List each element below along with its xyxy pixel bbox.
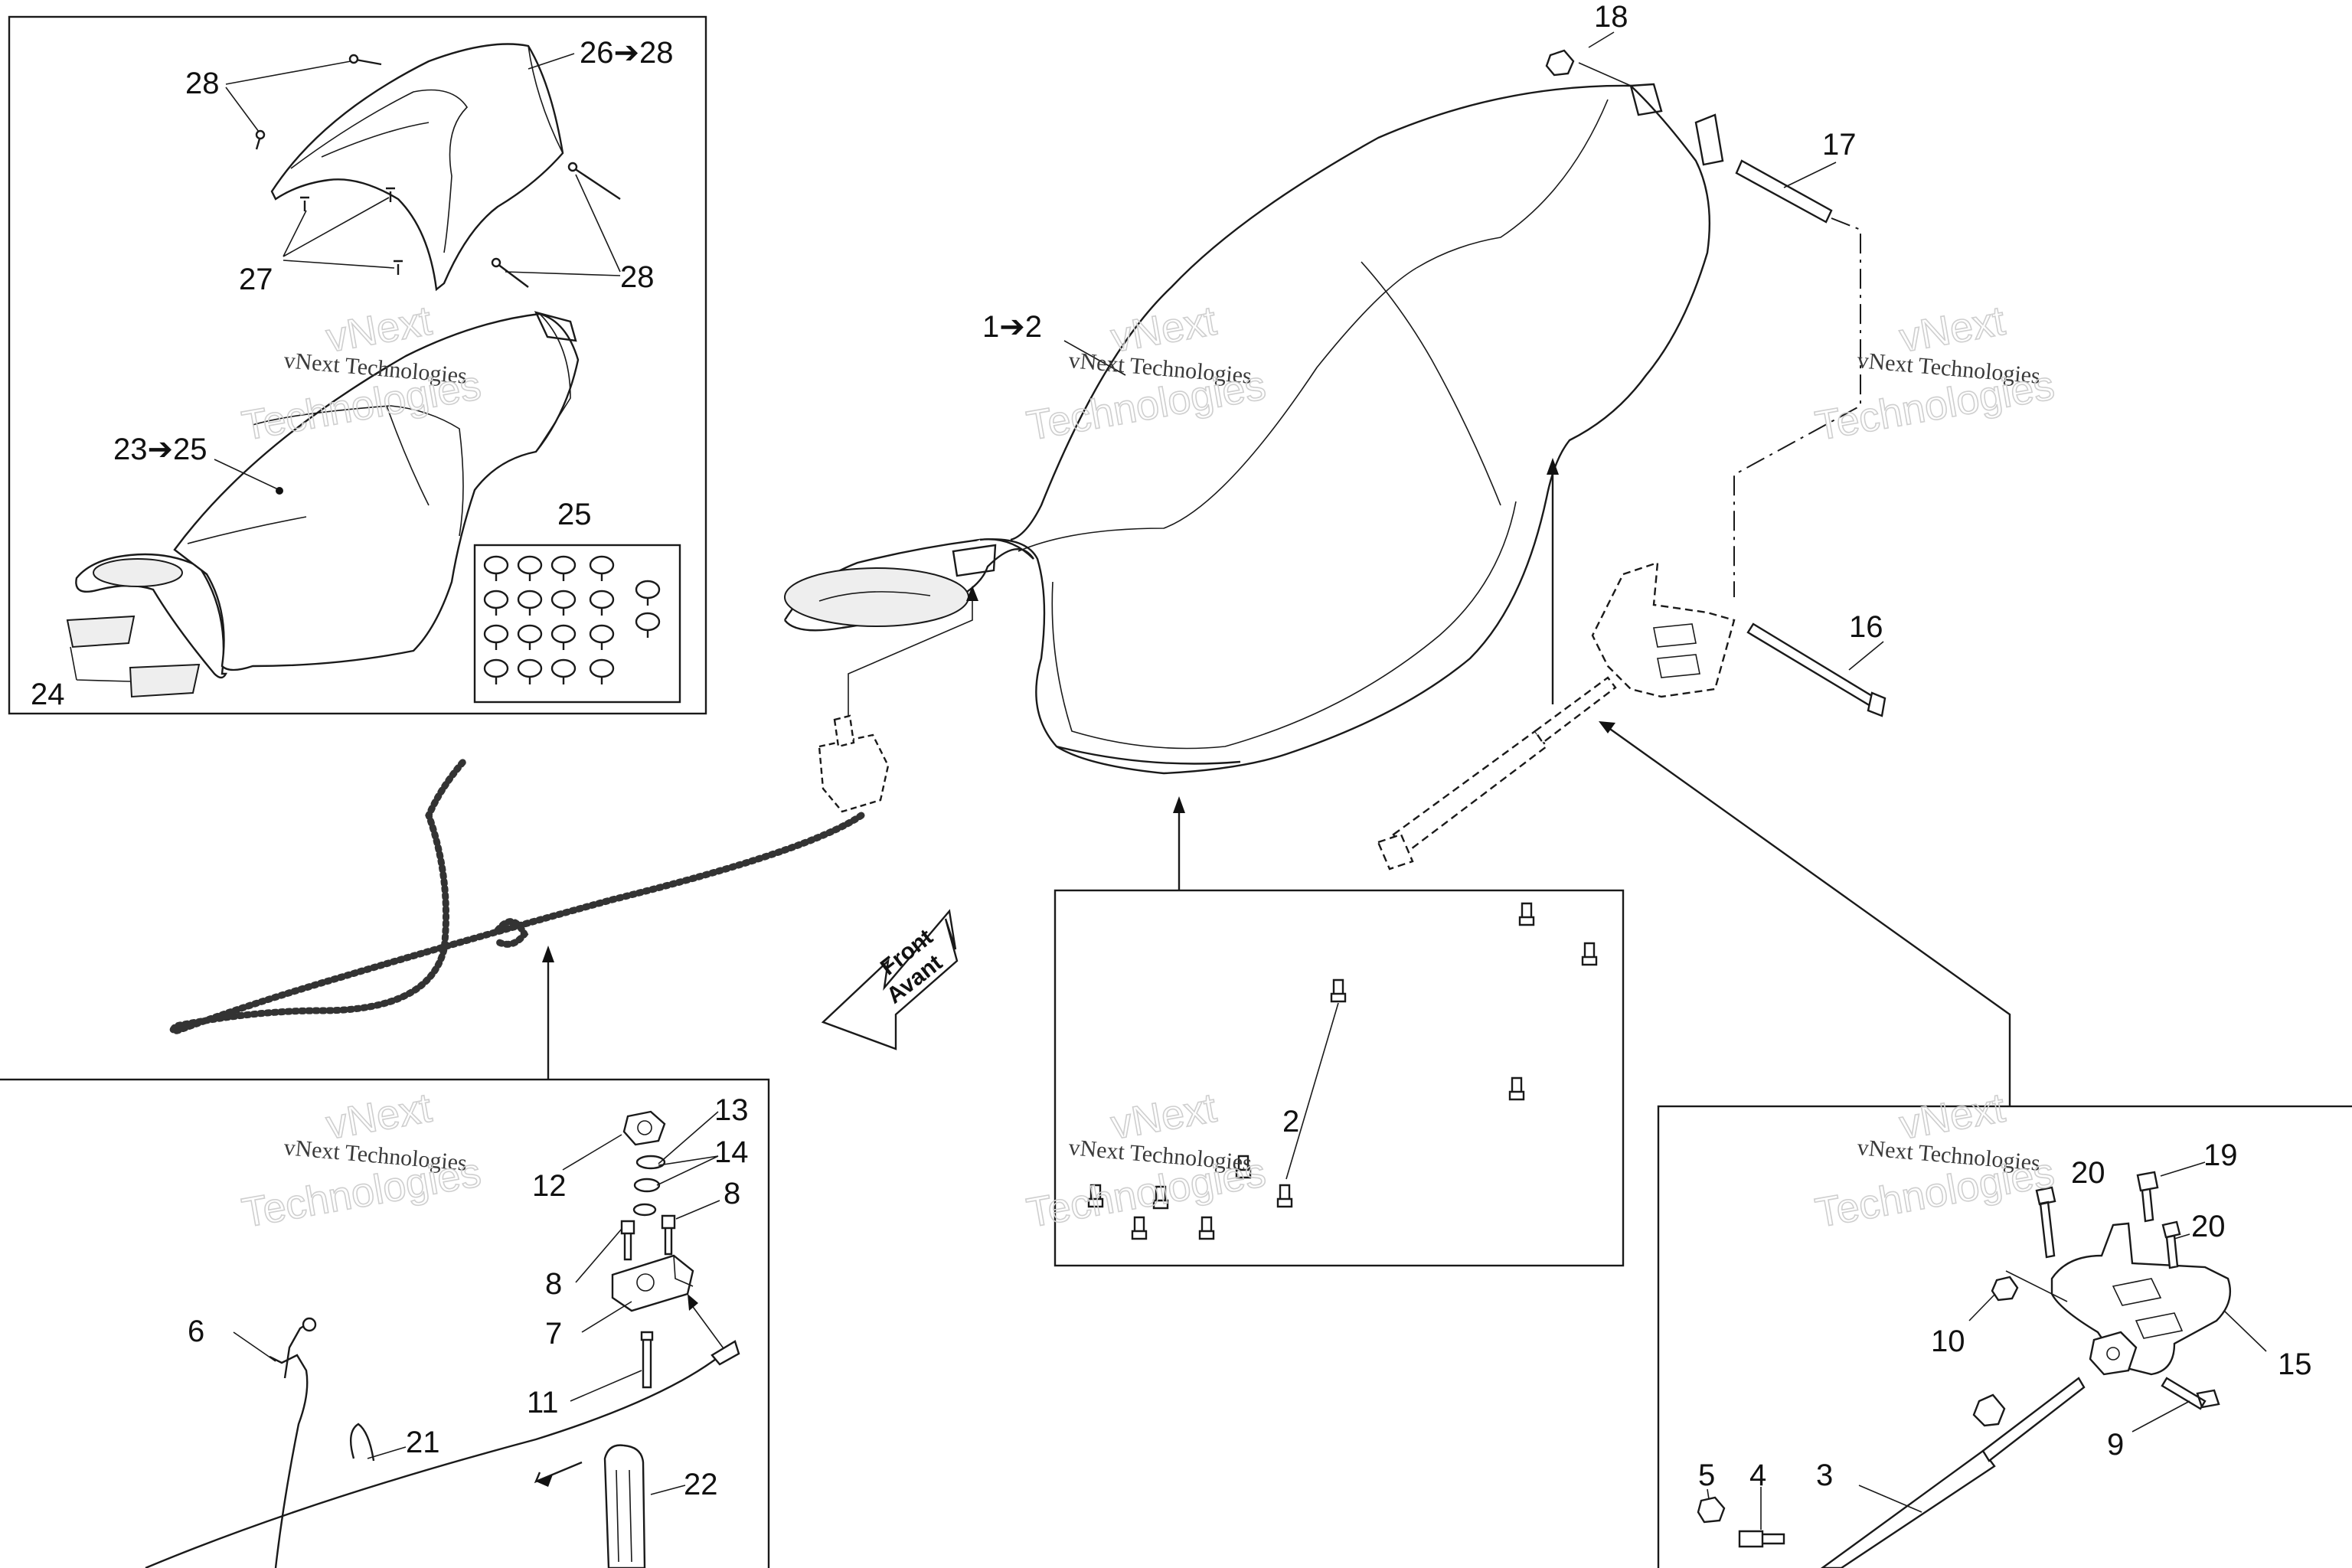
callout-7: 7	[545, 1317, 562, 1351]
guide-dash-17-16	[1733, 217, 1861, 597]
callout-4: 4	[1749, 1459, 1766, 1492]
callout-labels: 28 26➔28 27 28 23➔25 25 24 1➔2 18 17 16 …	[31, 0, 2312, 1501]
callout-22: 22	[684, 1468, 718, 1501]
callout-28-right: 28	[620, 260, 655, 294]
callout-19: 19	[2203, 1138, 2238, 1172]
release-cable	[145, 1317, 740, 1568]
front-direction-arrow: Front Avant	[821, 909, 959, 1050]
inset-seat-variant-box	[8, 15, 707, 715]
callout-12: 12	[532, 1169, 567, 1203]
callout-15: 15	[2278, 1348, 2312, 1381]
callout-18: 18	[1594, 0, 1628, 34]
leader-dot	[276, 487, 283, 495]
arrow-hinge-box	[1607, 727, 2011, 1106]
callout-5: 5	[1698, 1459, 1715, 1492]
leaders-hinge	[1707, 1161, 2267, 1530]
callout-17: 17	[1822, 128, 1857, 162]
callout-8-left: 8	[545, 1267, 562, 1301]
arrowhead	[542, 946, 554, 962]
watermark-6: vNext vNext Technologies Technologies	[1811, 1084, 2058, 1237]
leaders-inset-top	[225, 53, 621, 276]
watermark-3: vNext vNext Technologies Technologies	[1811, 297, 2058, 450]
callout-9: 9	[2107, 1428, 2124, 1462]
passenger-seat-cover	[270, 43, 564, 292]
callout-24: 24	[31, 678, 65, 711]
leader-23-25	[214, 459, 280, 491]
leader-1-2	[1063, 340, 1126, 376]
main-seat	[783, 83, 1724, 775]
callout-10: 10	[1931, 1325, 1965, 1358]
latch-cable-clip-ghost	[494, 918, 529, 948]
arrowhead	[1547, 458, 1559, 475]
arrowhead	[1599, 721, 1615, 733]
seat-latch-ghost	[818, 586, 978, 813]
pins-28	[255, 54, 621, 288]
stopper-box	[1054, 889, 1625, 1267]
callout-2: 2	[1282, 1105, 1299, 1138]
seat-variant	[75, 311, 580, 679]
callout-25: 25	[557, 498, 592, 531]
callout-14: 14	[714, 1135, 749, 1169]
callout-28-top: 28	[185, 67, 220, 100]
fastener-kit-box	[473, 544, 681, 704]
latch-cable-box	[0, 1078, 770, 1568]
sleeve-22	[534, 1444, 686, 1568]
arrowhead	[688, 1294, 698, 1311]
labels-24	[66, 615, 201, 698]
nut-18	[1545, 31, 1632, 87]
callout-26-28: 26➔28	[580, 36, 674, 70]
callout-20-right: 20	[2191, 1210, 2226, 1243]
callout-13: 13	[714, 1093, 749, 1127]
rod-17	[1735, 159, 1837, 224]
callout-8-right: 8	[724, 1177, 740, 1210]
hinge-assembly	[1697, 1171, 2232, 1568]
arrowhead	[966, 586, 978, 601]
hinge-bracket	[1591, 561, 1886, 717]
arrowhead	[1173, 796, 1185, 813]
callout-16: 16	[1849, 610, 1883, 644]
callout-11: 11	[527, 1386, 559, 1419]
callout-1-2: 1➔2	[982, 310, 1042, 344]
gas-strut-ghost	[1377, 676, 1617, 871]
callout-27: 27	[239, 263, 273, 296]
arrowhead	[536, 1475, 553, 1487]
callout-20-top: 20	[2071, 1156, 2105, 1190]
latch-cable-ghost	[169, 758, 865, 1035]
watermark-5: vNext vNext Technologies Technologies	[1023, 1084, 1269, 1237]
fastener-kit-25	[483, 555, 661, 684]
callout-6: 6	[188, 1315, 204, 1348]
clip-21	[349, 1423, 407, 1462]
callout-21: 21	[406, 1426, 440, 1459]
watermark-4: vNext vNext Technologies Technologies	[238, 1084, 485, 1237]
latch-assembly	[611, 1110, 694, 1389]
screws-27	[300, 187, 403, 275]
leaders-latch	[562, 1111, 728, 1402]
callout-3: 3	[1816, 1459, 1833, 1492]
seat-stoppers-2	[1087, 902, 1598, 1240]
callout-23-25: 23➔25	[113, 433, 207, 466]
